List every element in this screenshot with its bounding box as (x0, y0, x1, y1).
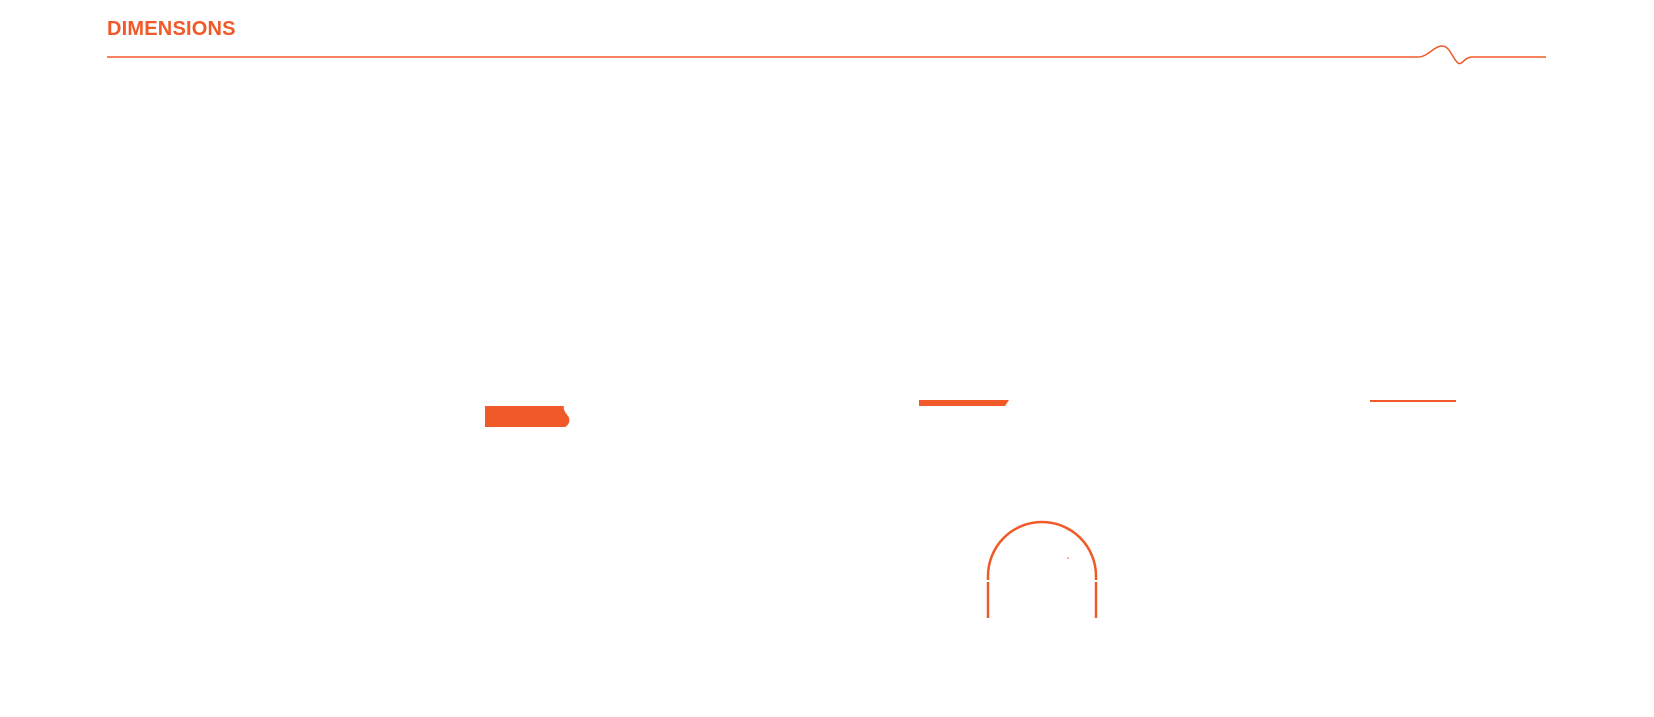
header-divider (107, 45, 1546, 65)
orange-bar-shape (485, 406, 570, 427)
header-divider-wave (107, 45, 1546, 65)
arch-center-dot (1067, 557, 1069, 559)
page-title: DIMENSIONS (107, 18, 236, 40)
orange-strip-shape (919, 400, 1009, 406)
arch-outline-shape (986, 520, 1098, 618)
orange-line-shape (1370, 400, 1456, 402)
